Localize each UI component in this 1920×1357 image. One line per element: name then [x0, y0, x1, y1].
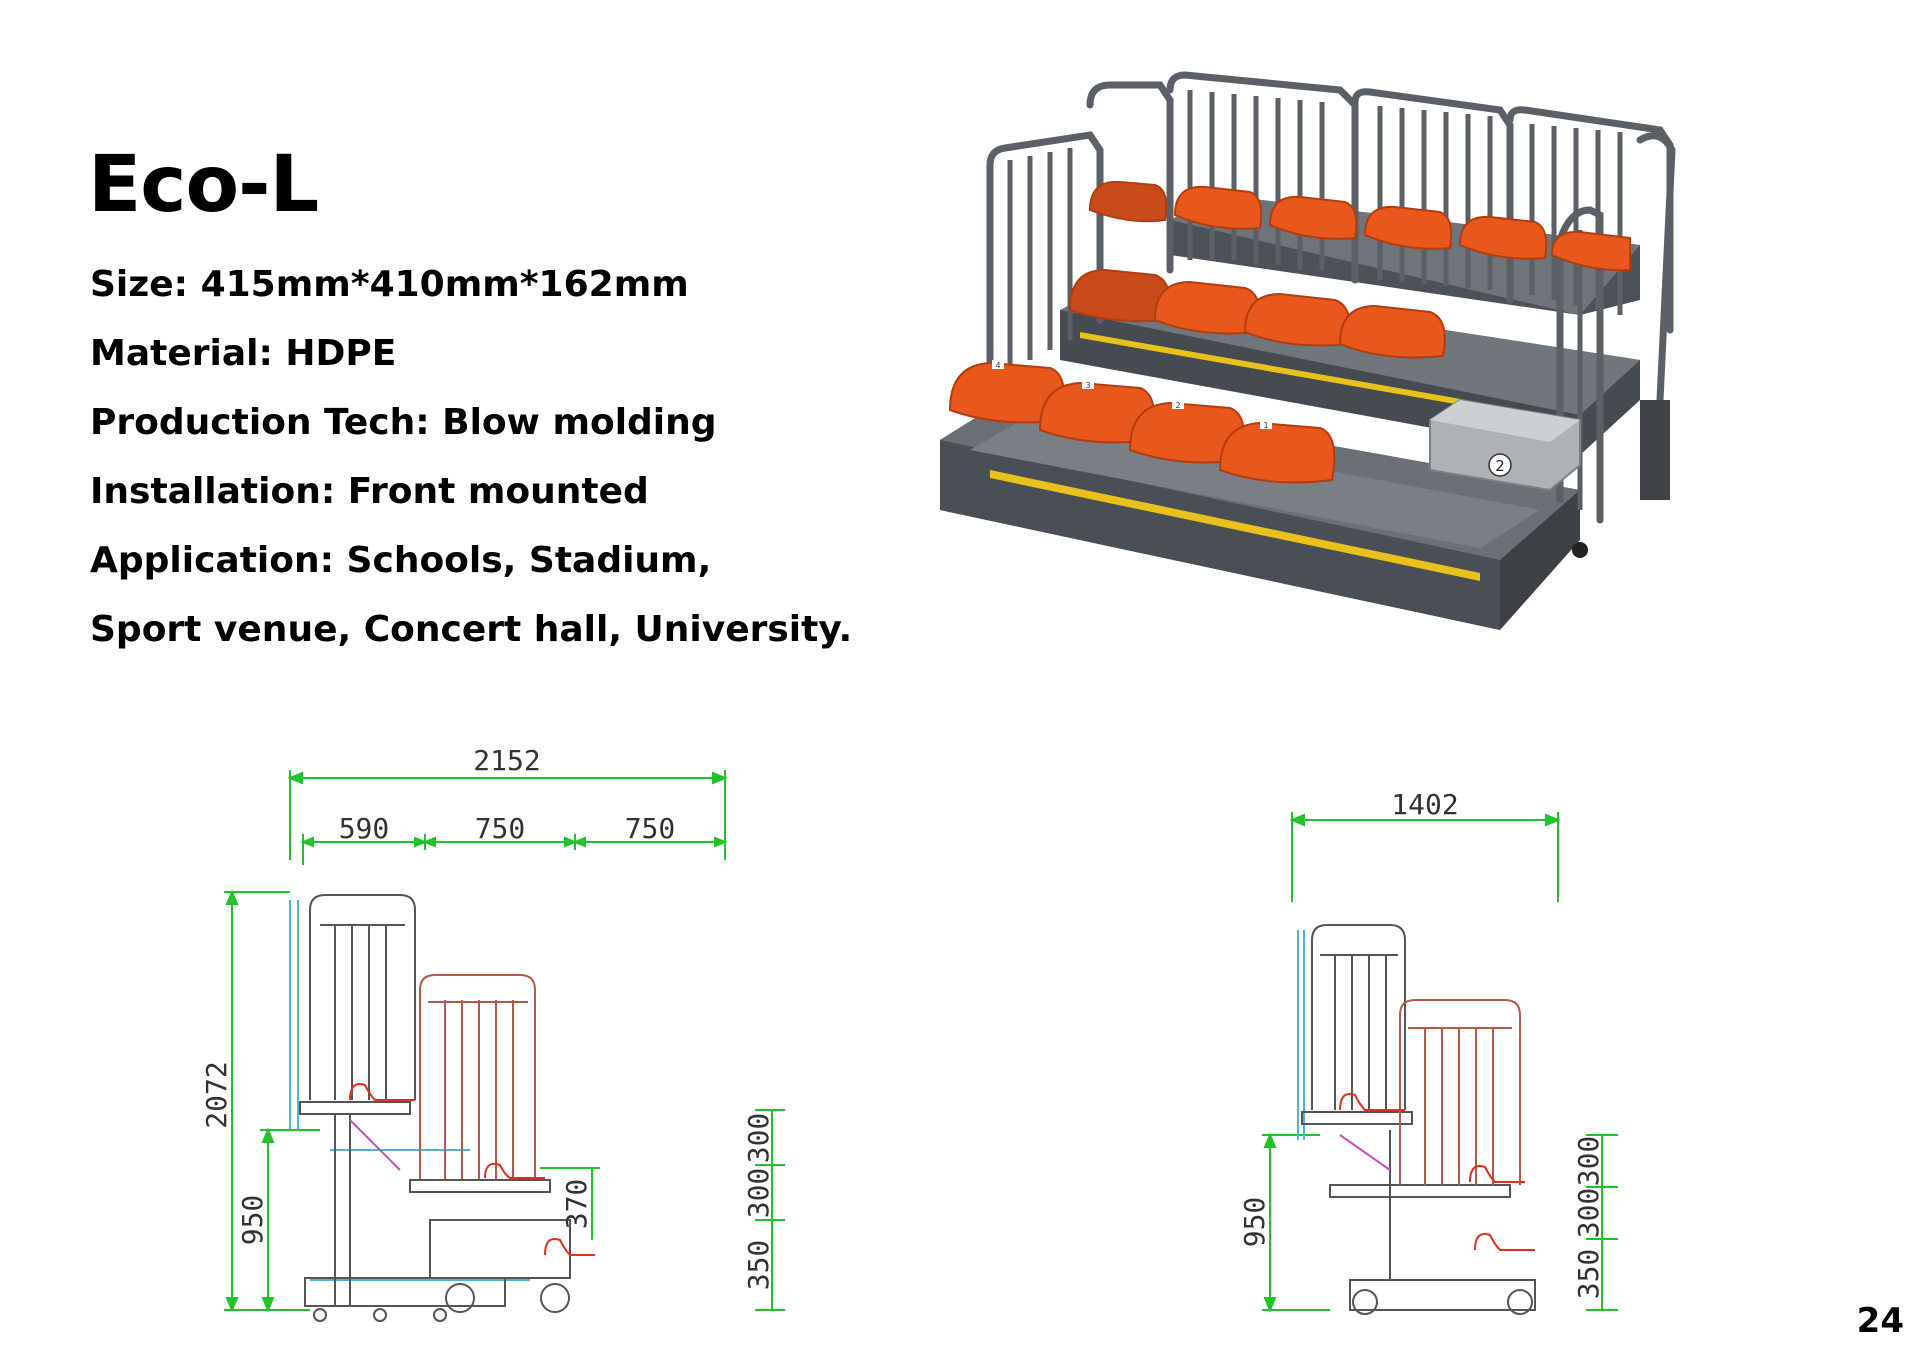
- width-label-2: 750: [475, 812, 526, 845]
- step-label-2: 300: [1572, 1188, 1605, 1239]
- step-mid-label: 370: [560, 1179, 593, 1230]
- height-label: 950: [236, 1195, 269, 1246]
- step-label-3: 350: [1572, 1249, 1605, 1300]
- spec-application-cont: Sport venue, Concert hall, University.: [90, 609, 853, 650]
- seat-label-3: 3: [1085, 381, 1090, 390]
- total-width-label: 1402: [1391, 788, 1458, 821]
- step-label-1: 300: [742, 1113, 775, 1164]
- step-label-3: 350: [742, 1240, 775, 1291]
- page-number: 24: [1856, 1301, 1904, 1341]
- side-drawing-extended: 2152 590 750 750 2072 950 300 300 350 37…: [200, 744, 785, 1322]
- spec-installation: Installation: Front mounted: [90, 471, 649, 512]
- spec-application: Application: Schools, Stadium,: [90, 540, 712, 581]
- side-drawing-retracted: 1402 950 300 300 350: [1238, 788, 1618, 1315]
- step-label-2: 300: [742, 1168, 775, 1219]
- seat-label-4: 4: [995, 361, 1000, 370]
- height-label: 950: [1238, 1197, 1271, 1248]
- spec-material: Material: HDPE: [90, 333, 397, 374]
- seat-label-1: 1: [1263, 421, 1268, 430]
- step-label-1: 300: [1572, 1136, 1605, 1187]
- spec-production-tech: Production Tech: Blow molding: [90, 402, 717, 443]
- width-label-1: 590: [339, 812, 390, 845]
- width-label-3: 750: [625, 812, 676, 845]
- box-label: 2: [1495, 457, 1505, 475]
- total-height-label: 2072: [200, 1061, 233, 1128]
- total-width-label: 2152: [473, 744, 540, 777]
- spec-size: Size: 415mm*410mm*162mm: [90, 264, 689, 305]
- product-title: Eco-L: [88, 140, 319, 230]
- grandstand-render: 1 2 3 4 2: [940, 71, 1676, 630]
- spec-list: Size: 415mm*410mm*162mm Material: HDPE P…: [90, 250, 852, 664]
- seat-label-2: 2: [1175, 401, 1180, 410]
